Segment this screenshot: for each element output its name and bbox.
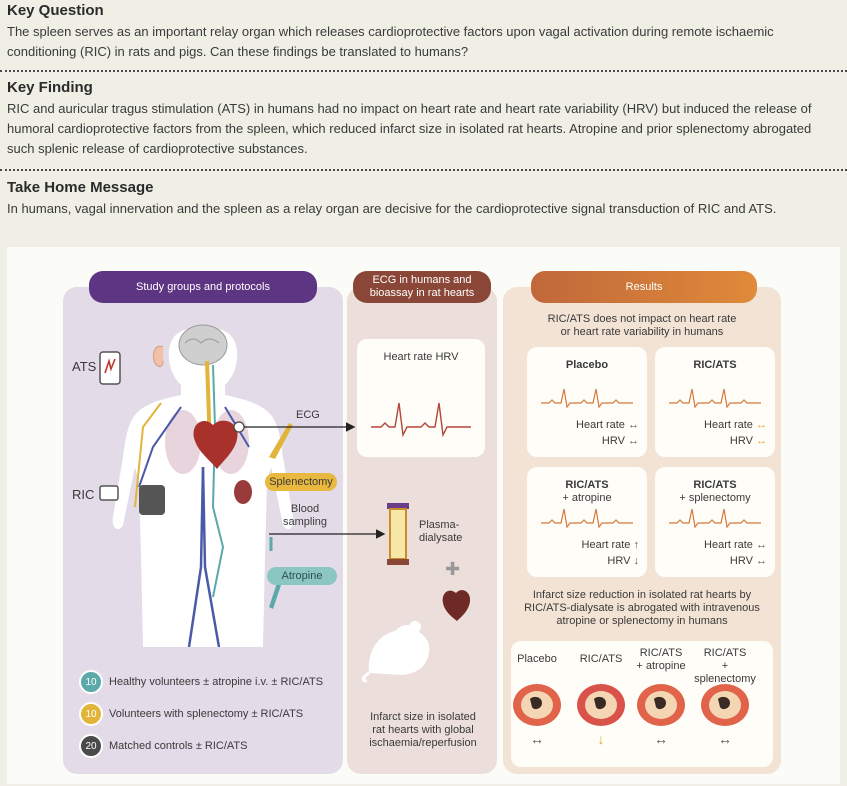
group-count-badge: 20 [79, 734, 103, 758]
heart-slice-icon [577, 684, 625, 726]
key-question-text: The spleen serves as an important relay … [7, 24, 774, 59]
blood-pressure-cuff [139, 485, 165, 515]
heart-rate-row: Heart rate ↔ [704, 419, 767, 431]
heart-rate-row: Heart rate ↔ [576, 419, 639, 431]
brain-icon [178, 324, 228, 366]
atropine-label: Atropine [267, 567, 337, 585]
ear-icon [152, 345, 164, 368]
lung-icon [165, 410, 201, 474]
change-arrow: ↔ [654, 731, 668, 747]
ats-device-icon [99, 351, 121, 385]
dialysate-tube-icon [387, 503, 409, 565]
study-groups-list: 10 Healthy volunteers ± atropine i.v. ± … [79, 670, 349, 758]
ecg-trace [669, 388, 761, 409]
change-arrow: ↔ [530, 731, 544, 747]
graphical-abstract: Study groups and protocols [7, 247, 840, 784]
splenectomy-label: Splenectomy [265, 473, 337, 491]
list-item: 20 Matched controls ± RIC/ATS [79, 734, 349, 758]
ecg-label: ECG [296, 409, 320, 421]
heart-group-label: RIC/ATS [579, 653, 623, 665]
spleen-icon [234, 480, 252, 504]
card-title: RIC/ATS [693, 359, 737, 371]
infarct-results-text: Infarct size reduction in isolated rat h… [524, 589, 760, 627]
result-card: Placebo Heart rate ↔ HRV ↔ [527, 347, 647, 457]
ecg-trace [669, 508, 761, 529]
divider [0, 70, 847, 72]
group-count-badge: 10 [79, 702, 103, 726]
change-arrow: ↔ [718, 731, 732, 747]
key-finding-title: Key Finding [7, 79, 93, 96]
group-text: Volunteers with splenectomy ± RIC/ATS [109, 708, 304, 720]
key-question-title: Key Question [7, 2, 104, 19]
plus-icon: ✚ [445, 559, 461, 579]
heart-slice-icon [513, 684, 561, 726]
key-question-section: Key Question The spleen serves as an imp… [7, 2, 837, 62]
card-title: RIC/ATS+ splenectomy [679, 479, 751, 504]
heart-slice-icon [637, 684, 685, 726]
change-arrow: ↓ [597, 731, 605, 747]
heart-group-label: RIC/ATS+ splenectomy [694, 647, 756, 685]
key-finding-section: Key Finding RIC and auricular tragus sti… [7, 79, 837, 159]
heart-rate-row: Heart rate ↔ [704, 539, 767, 551]
divider [0, 169, 847, 171]
ecg-trace [371, 402, 471, 438]
take-home-section: Take Home Message In humans, vagal inner… [7, 179, 837, 219]
heart-group-label: RIC/ATS+ atropine [636, 647, 686, 672]
result-card: RIC/ATS+ splenectomy Heart rate ↔ HRV ↔ [655, 467, 775, 577]
ats-label: ATS [72, 359, 97, 374]
heart-rate-card: Heart rate HRV [357, 339, 485, 457]
ecg-trace [541, 508, 633, 529]
result-card: RIC/ATS+ atropine Heart rate ↑ HRV ↓ [527, 467, 647, 577]
ric-device-icon [99, 485, 119, 501]
group-text: Healthy volunteers ± atropine i.v. ± RIC… [109, 676, 324, 688]
hrv-row: HRV ↔ [729, 555, 767, 567]
hrv-row: HRV ↔ [729, 435, 767, 447]
take-home-text: In humans, vagal innervation and the spl… [7, 201, 777, 216]
hrv-row: HRV ↓ [607, 555, 639, 567]
group-text: Matched controls ± RIC/ATS [109, 740, 248, 752]
group-count-badge: 10 [79, 670, 103, 694]
hrv-row: HRV ↔ [601, 435, 639, 447]
take-home-title: Take Home Message [7, 179, 154, 196]
ecg-trace [541, 388, 633, 409]
ric-label: RIC [72, 487, 95, 502]
ecg-electrode [233, 421, 245, 433]
list-item: 10 Healthy volunteers ± atropine i.v. ± … [79, 670, 349, 694]
plasma-dialysate-label: Plasma-dialysate [419, 519, 463, 544]
syringe-icon [269, 577, 283, 609]
list-item: 10 Volunteers with splenectomy ± RIC/ATS [79, 702, 349, 726]
human-body-illustration [112, 324, 294, 647]
scalpel-icon [269, 423, 293, 459]
card-title: Placebo [565, 359, 609, 371]
result-card: RIC/ATS Heart rate ↔ HRV ↔ [655, 347, 775, 457]
key-finding-text: RIC and auricular tragus stimulation (AT… [7, 101, 812, 156]
rat-icon [361, 621, 430, 683]
heart-icon [193, 420, 238, 469]
study-header: Study groups and protocols [89, 271, 317, 303]
heart-slice-icon [701, 684, 749, 726]
heart-rate-row: Heart rate ↑ [581, 539, 639, 551]
card-title: RIC/ATS+ atropine [562, 479, 612, 504]
heart-rate-hrv-label: Heart rate HRV [383, 351, 459, 363]
isolated-heart-icon [442, 590, 471, 621]
results-header: Results [531, 271, 757, 303]
heart-group-label: Placebo [517, 653, 557, 665]
